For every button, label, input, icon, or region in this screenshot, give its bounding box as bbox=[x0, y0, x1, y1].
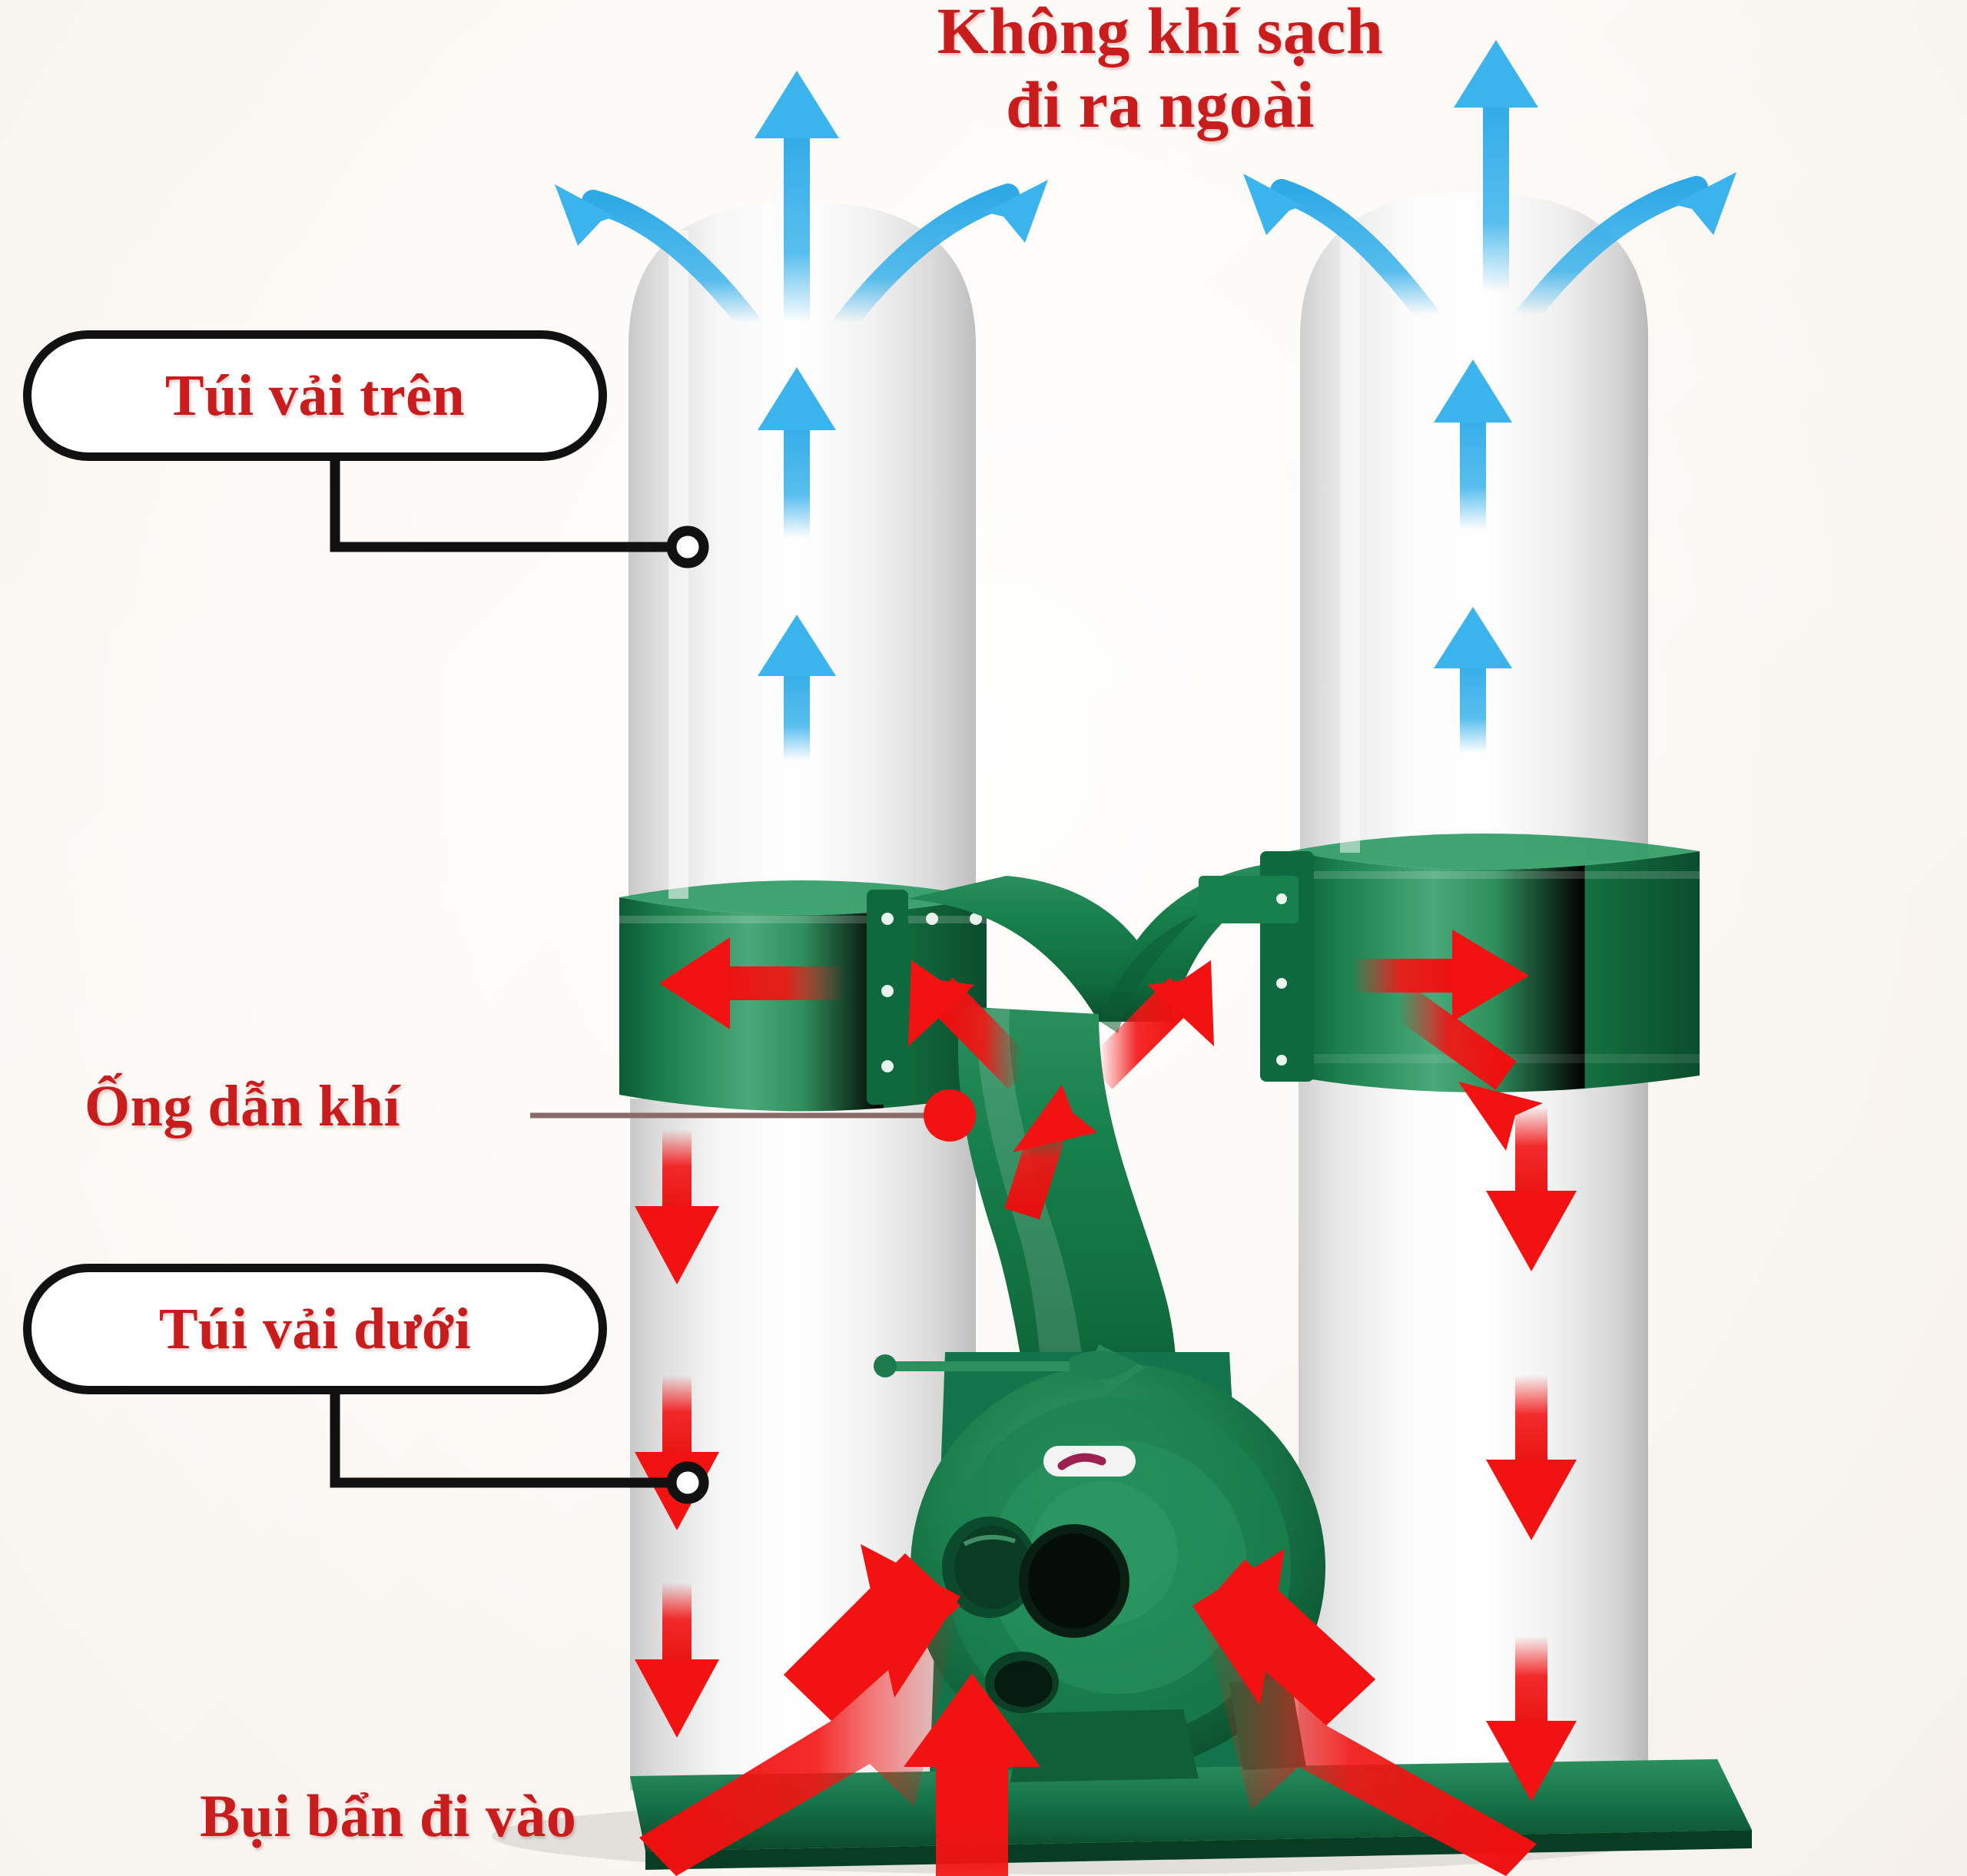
red-arrow-collar-left bbox=[659, 937, 845, 1029]
red-arrow-trunk-up bbox=[1004, 1085, 1097, 1220]
red-arrow-y-left bbox=[908, 960, 1036, 1089]
blue-arrow-left-lower bbox=[758, 615, 836, 761]
blue-arrow-left-fan-left bbox=[555, 184, 761, 334]
red-arrow-left-bag-down-3 bbox=[635, 1583, 719, 1738]
blue-arrow-right-fan-right bbox=[1516, 172, 1736, 326]
red-arrow-right-bag-down-2 bbox=[1486, 1375, 1577, 1540]
red-arrow-left-bag-down-1 bbox=[635, 1129, 719, 1284]
red-arrow-inlet-bottom bbox=[904, 1673, 1040, 1876]
callout-lower-bag-label: Túi vải dưới bbox=[158, 1296, 472, 1361]
label-air-duct: Ống dẫn khí bbox=[85, 1074, 401, 1139]
red-arrow-inlet-right bbox=[1192, 1549, 1537, 1876]
blue-arrow-right-lower bbox=[1434, 607, 1512, 753]
headline-clean-air: Không khí sạch đi ra ngoài bbox=[937, 0, 1384, 142]
blue-arrow-left-fan-right bbox=[834, 180, 1048, 334]
blue-arrow-right-mid bbox=[1434, 360, 1512, 530]
red-arrow-right-bag-down-3 bbox=[1486, 1636, 1577, 1801]
red-arrow-inlet-left bbox=[639, 1544, 960, 1876]
red-arrow-y-right bbox=[1085, 960, 1214, 1089]
blue-arrow-right-top bbox=[1454, 40, 1538, 292]
blue-arrow-left-top bbox=[755, 71, 839, 323]
red-arrow-collar-right-down bbox=[1388, 984, 1543, 1151]
callout-lower-bag[interactable]: Túi vải dưới bbox=[23, 1264, 607, 1394]
blue-arrow-right-fan-left bbox=[1243, 174, 1439, 326]
red-arrow-right-bag-down-1 bbox=[1486, 1106, 1577, 1271]
red-arrow-collar-right bbox=[1352, 930, 1529, 1022]
label-dust-inlet: Bụi bẩn đi vào bbox=[200, 1782, 577, 1849]
callout-upper-bag-label: Túi vải trên bbox=[164, 363, 466, 428]
callout-upper-bag[interactable]: Túi vải trên bbox=[23, 330, 607, 461]
blue-arrow-left-mid bbox=[758, 367, 836, 538]
